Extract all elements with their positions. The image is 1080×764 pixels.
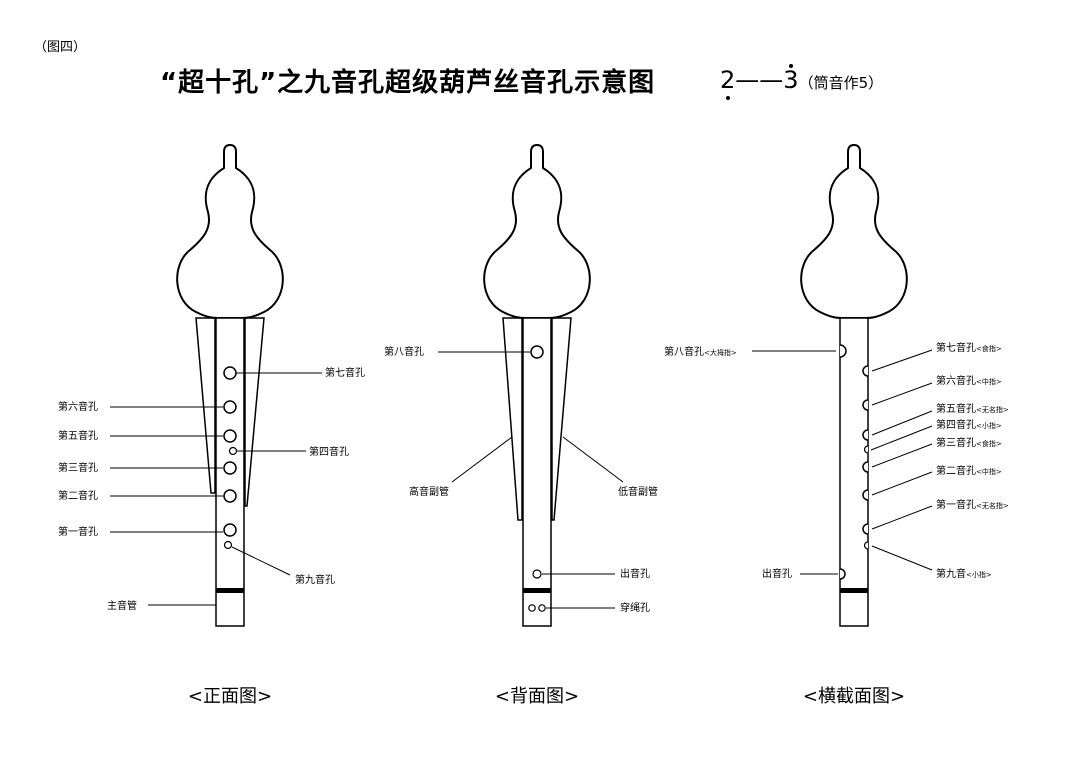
back-label-out-hole: 出音孔 xyxy=(620,567,650,580)
side-label-hole2: 第二音孔<中指> xyxy=(936,464,1002,477)
range-high-note: 3 xyxy=(783,66,799,94)
front-right-sub-pipe xyxy=(244,317,265,507)
back-label-hole8: 第八音孔 xyxy=(384,345,424,358)
side-label-hole5: 第五音孔<无名指> xyxy=(936,402,1009,415)
side-label-hole5-name: 第五音孔 xyxy=(936,402,976,415)
side-hole-4 xyxy=(863,445,869,454)
side-label-hole1-name: 第一音孔 xyxy=(936,498,976,511)
side-label-hole4-finger: <小指> xyxy=(976,421,1002,430)
title-text: “超十孔”之九音孔超级葫芦丝音孔示意图 xyxy=(160,68,656,98)
side-label-hole1-finger: <无名指> xyxy=(976,501,1009,510)
side-label-hole1: 第一音孔<无名指> xyxy=(936,498,1009,511)
side-label-hole9: 第九音<小指> xyxy=(936,567,992,580)
front-label-hole5: 第五音孔 xyxy=(58,429,98,442)
range-notation: 2——3（筒音作5） xyxy=(720,66,883,94)
tonality-note: （筒音作5） xyxy=(798,74,884,92)
back-out-hole xyxy=(532,569,542,579)
side-label-hole3-name: 第三音孔 xyxy=(936,436,976,449)
front-label-hole4: 第四音孔 xyxy=(309,445,349,458)
front-band xyxy=(216,588,244,593)
side-label-hole2-name: 第二音孔 xyxy=(936,464,976,477)
side-hole-9 xyxy=(863,541,869,550)
side-caption: <横截面图> xyxy=(802,686,906,707)
side-label-hole2-finger: <中指> xyxy=(976,467,1002,476)
back-caption: <背面图> xyxy=(494,686,580,707)
side-label-hole7: 第七音孔<食指> xyxy=(936,341,1002,354)
side-label-hole6-name: 第六音孔 xyxy=(936,374,976,387)
front-hole-3 xyxy=(223,461,237,475)
side-label-hole3: 第三音孔<食指> xyxy=(936,436,1002,449)
side-label-hole3-finger: <食指> xyxy=(976,439,1002,448)
side-main-pipe xyxy=(839,317,869,627)
front-label-hole6: 第六音孔 xyxy=(58,400,98,413)
back-view: 第八音孔 高音副管 低音副管 出音孔 穿绳孔 xyxy=(384,144,658,627)
side-label-hole9-finger: <小指> xyxy=(966,570,992,579)
front-hole-4 xyxy=(228,446,238,456)
front-left-sub-pipe xyxy=(195,317,216,494)
back-label-high-pipe: 高音副管 xyxy=(409,485,449,498)
front-hole-6 xyxy=(223,400,237,414)
side-out-hole xyxy=(839,568,846,580)
back-rope-hole-left xyxy=(528,604,536,612)
side-label-hole8-finger: <大拇指> xyxy=(704,348,737,357)
back-label-low-pipe: 低音副管 xyxy=(618,485,658,498)
side-label-hole8: 第八音孔<大拇指> xyxy=(664,345,737,358)
side-label-hole6: 第六音孔<中指> xyxy=(936,374,1002,387)
front-gourd xyxy=(176,144,284,319)
front-hole-9 xyxy=(223,540,233,550)
side-label-out-hole: 出音孔 xyxy=(762,567,792,580)
side-label-hole5-finger: <无名指> xyxy=(976,405,1009,414)
front-label-main-pipe: 主音管 xyxy=(107,599,137,612)
side-label-hole8-name: 第八音孔 xyxy=(664,345,704,358)
back-gourd xyxy=(483,144,591,319)
side-hole-5 xyxy=(862,429,869,441)
side-gourd xyxy=(800,144,908,319)
figure-number: （图四） xyxy=(34,40,87,55)
back-right-sub-pipe xyxy=(551,317,572,521)
front-hole-2 xyxy=(223,489,237,503)
front-label-hole1: 第一音孔 xyxy=(58,525,98,538)
side-label-hole7-name: 第七音孔 xyxy=(936,341,976,354)
front-view: 第七音孔 第六音孔 第五音孔 第四音孔 第三音孔 第二音孔 第一音孔 第九音孔 … xyxy=(58,144,365,627)
front-hole-5 xyxy=(223,429,237,443)
side-label-hole4: 第四音孔<小指> xyxy=(936,418,1002,431)
back-main-pipe xyxy=(522,317,552,627)
page-title: “超十孔”之九音孔超级葫芦丝音孔示意图 xyxy=(160,62,655,99)
side-label-hole6-finger: <中指> xyxy=(976,377,1002,386)
side-hole-3 xyxy=(862,461,869,473)
range-dash: —— xyxy=(735,66,784,94)
side-hole-7 xyxy=(862,365,869,377)
side-label-hole9-name: 第九音 xyxy=(936,567,966,580)
side-hole-2 xyxy=(862,489,869,501)
front-hole-1 xyxy=(223,523,237,537)
front-label-hole9: 第九音孔 xyxy=(295,573,335,586)
back-left-sub-pipe xyxy=(502,317,523,521)
side-label-hole7-finger: <食指> xyxy=(976,344,1002,353)
side-hole-1 xyxy=(862,523,869,535)
front-label-hole7: 第七音孔 xyxy=(325,366,365,379)
back-rope-hole-right xyxy=(538,604,546,612)
side-label-hole4-name: 第四音孔 xyxy=(936,418,976,431)
front-hole-7 xyxy=(223,366,237,380)
side-hole-6 xyxy=(862,399,869,411)
back-band xyxy=(523,588,551,593)
range-low-note: 2 xyxy=(720,66,736,94)
back-label-rope-hole: 穿绳孔 xyxy=(620,601,650,614)
front-caption: <正面图> xyxy=(187,686,273,707)
side-hole-8 xyxy=(839,344,847,358)
back-hole-8 xyxy=(530,345,544,359)
side-view: 第八音孔<大拇指> 第七音孔<食指> 第六音孔<中指> 第五音孔<无名指> 第四… xyxy=(664,144,1009,627)
front-label-hole2: 第二音孔 xyxy=(58,489,98,502)
front-label-hole3: 第三音孔 xyxy=(58,461,98,474)
side-band xyxy=(840,588,868,593)
